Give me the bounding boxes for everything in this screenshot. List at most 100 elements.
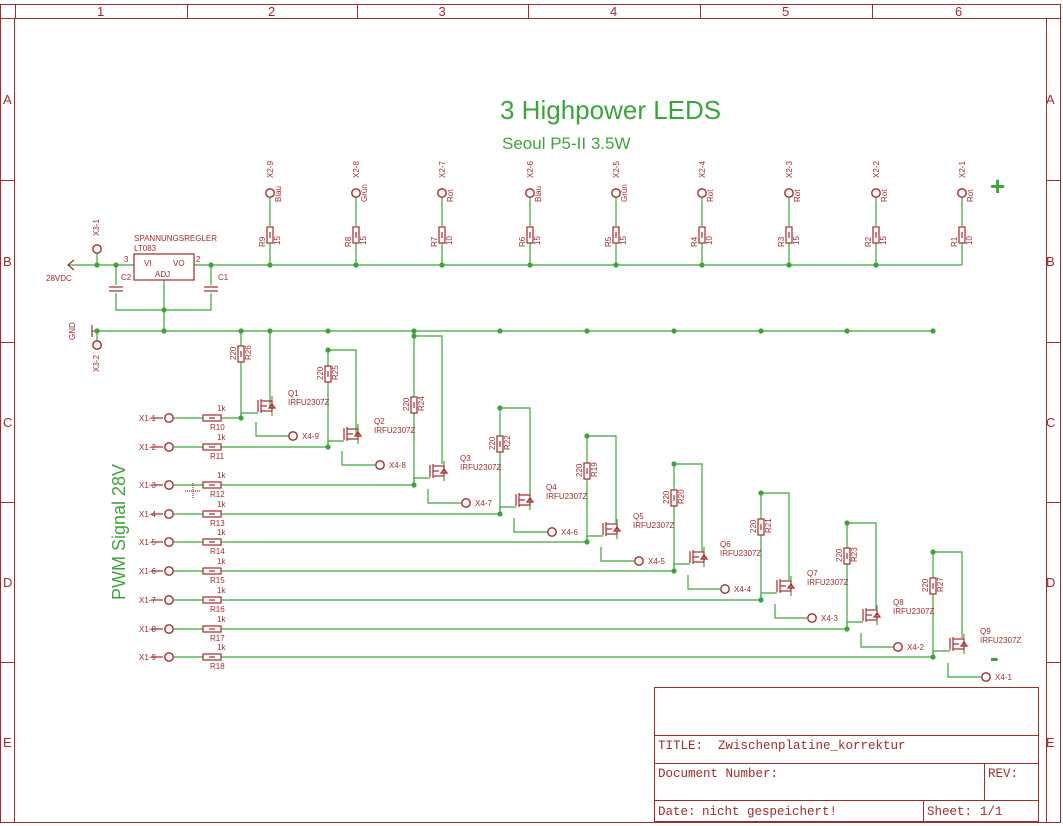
junction-dot <box>930 549 936 555</box>
drain-output-name: X4-4 <box>734 585 751 594</box>
pulldown-resistor-name: R26 <box>244 345 253 360</box>
wire <box>846 621 863 629</box>
junction-dot <box>113 262 119 268</box>
pulldown-resistor <box>410 396 418 414</box>
led-resistor-value: 15 <box>359 236 368 245</box>
pulldown-resistor-value: 220 <box>921 578 930 592</box>
mosfet-name: Q1 <box>288 389 299 398</box>
gate-resistor-value: 1k <box>217 557 226 566</box>
pulldown-resistor-name: R25 <box>331 365 340 380</box>
gate-resistor-name: R10 <box>210 423 225 432</box>
pwm-input-pad <box>164 509 174 519</box>
capacitor-c1-label: C1 <box>218 273 229 282</box>
gate-resistor-value: 1k <box>217 586 226 595</box>
pwm-input-name: X1-6 <box>139 567 156 576</box>
frame-row-label-left: D <box>3 575 12 590</box>
junction-dot <box>584 328 590 334</box>
mosfet-symbol <box>602 522 622 536</box>
gate-resistor-value: 1k <box>217 643 226 652</box>
drain-output-pad <box>720 584 730 594</box>
date-label: Date: <box>658 805 696 819</box>
regulator-pin-2: 2 <box>196 255 201 264</box>
regulator-pin-3: 3 <box>124 255 129 264</box>
wire <box>500 407 531 493</box>
wire <box>673 563 690 571</box>
pulldown-resistor <box>496 435 504 453</box>
wire <box>240 412 258 418</box>
gate-resistor-value: 1k <box>217 471 226 480</box>
junction-dot <box>325 328 331 334</box>
pulldown-resistor-value: 220 <box>575 463 584 477</box>
junction-dot <box>267 262 273 268</box>
drain-output-name: X4-9 <box>302 432 319 441</box>
mosfet-diode <box>439 468 449 474</box>
mosfet-name: Q6 <box>720 540 731 549</box>
junction-dot <box>161 307 167 313</box>
regulator-title: SPANNUNGSREGLER <box>134 234 217 243</box>
led-resistor-value: 15 <box>619 236 628 245</box>
plus-label: + <box>990 171 1005 201</box>
main-heading: 3 Highpower LEDS <box>500 95 721 125</box>
wire <box>932 650 950 657</box>
pulldown-resistor-name: R22 <box>503 435 512 450</box>
led-connector-pad <box>351 188 361 198</box>
pulldown-resistor-value: 220 <box>316 366 325 380</box>
gate-resistor-name: R16 <box>210 605 225 614</box>
junction-dot <box>671 328 677 334</box>
connector-x3-2 <box>92 340 102 350</box>
pulldown-resistor-value: 220 <box>488 436 497 450</box>
led-series-resistor <box>612 226 620 244</box>
led-connector-pad <box>611 188 621 198</box>
wiring <box>68 198 981 678</box>
mosfet-type: IRFU2307Z <box>633 521 674 530</box>
junction-dot <box>844 328 850 334</box>
arrow-icon <box>67 259 75 271</box>
drain-output-pad <box>634 556 644 566</box>
mosfet-diode <box>872 612 882 618</box>
gate-resistor-name: R11 <box>210 452 225 461</box>
mosfet-type: IRFU2307Z <box>546 492 587 501</box>
junction-dot <box>930 328 936 334</box>
led-color-label: Rot <box>793 189 802 202</box>
frame-col-label: 6 <box>955 4 962 19</box>
gate-resistor-name: R17 <box>210 634 225 643</box>
mosfet-type: IRFU2307Z <box>288 398 329 407</box>
x3-2-label: X3-2 <box>92 355 101 372</box>
pulldown-resistor <box>324 365 332 383</box>
gate-resistor <box>202 414 222 422</box>
junction-dot <box>613 262 619 268</box>
mosfet-symbol <box>343 427 363 441</box>
pwm-input-name: X1-7 <box>139 596 156 605</box>
wire <box>947 663 981 678</box>
pulldown-resistor-name: R19 <box>590 462 599 477</box>
gate-resistor-value: 1k <box>217 404 226 413</box>
gate-resistor-name: R18 <box>210 662 225 671</box>
wire <box>513 518 547 533</box>
pwm-input-pad <box>164 624 174 634</box>
led-resistor-value: 10 <box>705 236 714 245</box>
gate-resistor-name: R14 <box>210 547 225 556</box>
led-resistor-name: R5 <box>604 236 613 247</box>
sheet-label: Sheet: <box>927 805 972 819</box>
pulldown-resistor-name: R27 <box>936 577 945 592</box>
regulator-pin-vo: VO <box>173 259 185 268</box>
title-value: Zwischenplatine_korrektur <box>718 739 906 753</box>
rev-label: REV: <box>988 767 1018 781</box>
led-resistor-value: 10 <box>445 236 454 245</box>
drain-output-name: X4-5 <box>648 557 665 566</box>
led-resistor-name: R8 <box>344 236 353 247</box>
gate-resistor <box>202 443 222 451</box>
mosfet-name: Q3 <box>460 454 471 463</box>
led-series-resistor <box>526 226 534 244</box>
frame-row-label-left: B <box>3 254 12 269</box>
pulldown-resistor <box>670 489 678 507</box>
capacitor-c2-label: C2 <box>121 273 132 282</box>
junction-dot <box>267 328 273 334</box>
drain-output-name: X4-3 <box>821 614 838 623</box>
mosfet-diode <box>267 403 277 409</box>
led-color-label: Blau <box>274 186 283 202</box>
gate-resistor-name: R13 <box>210 519 225 528</box>
led-series-resistor <box>698 226 706 244</box>
pulldown-resistor <box>583 462 591 480</box>
